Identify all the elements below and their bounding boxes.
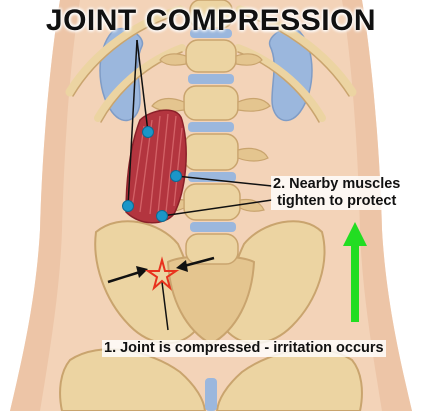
- page-title: JOINT COMPRESSION: [45, 4, 377, 37]
- muscles-label-line2: tighten to protect: [277, 193, 397, 209]
- pointer-lines: [127, 39, 273, 331]
- torso-shadow-left: [10, 0, 80, 411]
- red-star-icon: [144, 256, 180, 291]
- green-up-arrow-icon: [343, 222, 367, 322]
- muscle-markers: [122, 126, 182, 222]
- pubic-symphysis: [205, 378, 217, 411]
- compression-arrows: [107, 256, 215, 284]
- muscles-label-line1: 2. Nearby muscles: [273, 176, 401, 192]
- joint-label: 1. Joint is compressed - irritation occu…: [102, 340, 386, 357]
- muscles-label: 2. Nearby muscles tighten to protect: [271, 176, 403, 210]
